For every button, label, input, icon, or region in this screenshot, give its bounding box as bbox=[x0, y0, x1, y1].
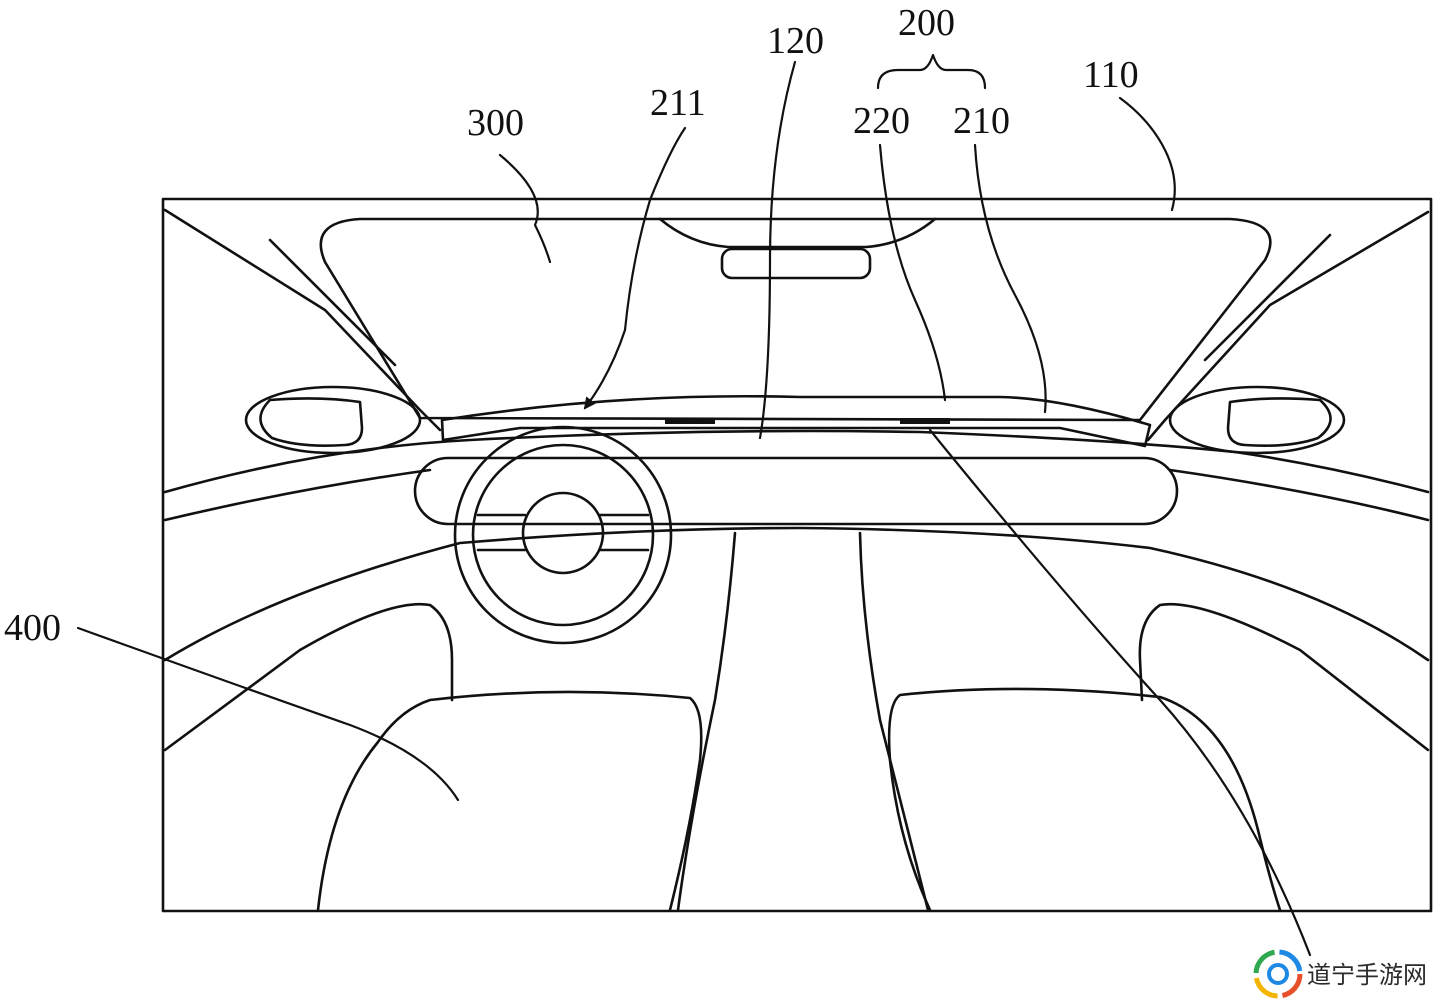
leader-110 bbox=[1118, 96, 1176, 212]
label-120: 120 bbox=[767, 20, 824, 62]
right-a-pillar-inner bbox=[1203, 233, 1332, 362]
steering-wheel-inner-rim bbox=[471, 443, 655, 627]
left-seat-400 bbox=[316, 690, 703, 912]
label-210: 210 bbox=[953, 100, 1010, 142]
center-console-right bbox=[858, 531, 930, 912]
watermark-logo-icon bbox=[1253, 949, 1303, 999]
right-vent-inner bbox=[1226, 397, 1332, 447]
leader-210 bbox=[973, 143, 1047, 414]
cabin-frame bbox=[161, 197, 1433, 913]
steering-wheel-hub bbox=[521, 491, 605, 575]
label-211: 211 bbox=[650, 82, 706, 124]
label-400: 400 bbox=[4, 607, 61, 649]
leader-400 bbox=[76, 626, 460, 802]
leader-300 bbox=[498, 153, 552, 264]
left-door bbox=[163, 602, 454, 752]
label-110: 110 bbox=[1083, 54, 1139, 96]
label-200: 200 bbox=[898, 2, 955, 44]
bracket-200 bbox=[876, 53, 987, 90]
instrument-cluster bbox=[413, 456, 1179, 526]
left-a-pillar bbox=[163, 208, 442, 432]
mirror-mount bbox=[658, 217, 937, 249]
right-a-pillar bbox=[1146, 210, 1430, 442]
label-300: 300 bbox=[467, 102, 524, 144]
dashboard-top bbox=[163, 429, 1430, 494]
right-seat bbox=[887, 687, 1282, 912]
right-door bbox=[1138, 602, 1430, 752]
windshield-300 bbox=[319, 217, 1272, 422]
leader-211 bbox=[583, 126, 687, 410]
label-220: 220 bbox=[853, 100, 910, 142]
leader-120 bbox=[758, 60, 797, 440]
left-vent-inner bbox=[259, 397, 364, 447]
rearview-mirror bbox=[720, 247, 872, 280]
right-vent-outer bbox=[1168, 385, 1346, 455]
dashboard-lower bbox=[163, 526, 1430, 662]
leader-220 bbox=[878, 143, 947, 402]
left-vent-outer bbox=[244, 385, 422, 455]
center-console-left bbox=[676, 531, 737, 912]
display-strip-210 bbox=[440, 394, 1152, 448]
projector-right-220 bbox=[900, 418, 950, 424]
watermark-text: 道宁手游网 bbox=[1307, 961, 1427, 989]
projector-left bbox=[665, 418, 715, 424]
dashboard-body bbox=[163, 468, 1430, 522]
watermark: 道宁手游网 bbox=[1253, 949, 1427, 999]
left-a-pillar-inner bbox=[268, 238, 397, 367]
steering-wheel-outer bbox=[453, 425, 673, 645]
steering-wheel-spokes bbox=[476, 513, 650, 552]
leader-projector-right bbox=[928, 428, 1312, 957]
